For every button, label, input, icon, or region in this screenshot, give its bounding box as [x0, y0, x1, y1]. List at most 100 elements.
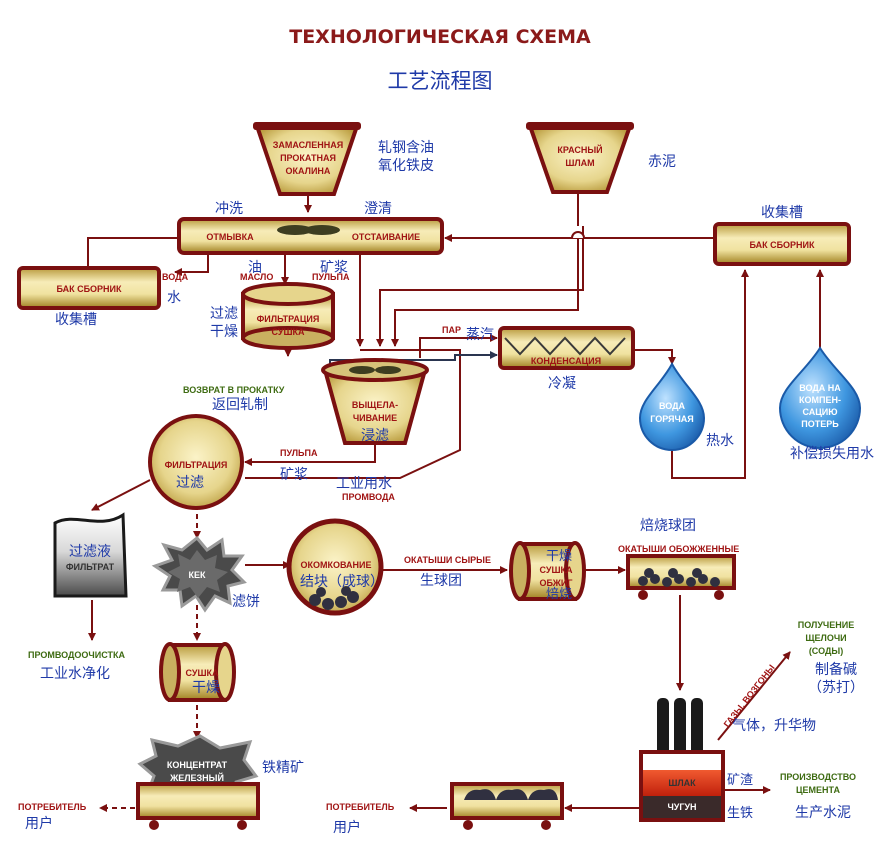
- hopper-scale-label-2: ПРОКАТНАЯ: [280, 153, 336, 163]
- water-cn: 水: [167, 290, 181, 306]
- slag-label: ШЛАК: [668, 778, 696, 788]
- collector-right-cn: 收集槽: [761, 204, 803, 221]
- makeup-water-cn: 补偿损失用水: [790, 446, 874, 462]
- dry-fire-label-1: СУШКА: [539, 565, 573, 575]
- collector-left-label: БАК СБОРНИК: [56, 284, 122, 294]
- wash-label: ОТМЫВКА: [206, 232, 254, 242]
- soda-cn-2: （苏打）: [808, 679, 864, 696]
- condenser-cn: 冷凝: [548, 376, 576, 392]
- diagram-title-cn: 工艺流程图: [388, 69, 493, 93]
- leaching-label-2: ЧИВАНИЕ: [353, 413, 397, 423]
- concentrate-label-2: ЖЕЛЕЗНЫЙ: [169, 772, 224, 783]
- green-pellets-cn: 生球团: [420, 573, 462, 589]
- wash-settling-tank: ОТМЫВКА ОТСТАИВАНИЕ: [177, 217, 444, 255]
- cement-label-1: ПРОИЗВОДСТВО: [780, 772, 856, 782]
- red-mud-label-2: ШЛАМ: [565, 158, 594, 168]
- gases-cn: 气体，升华物: [732, 718, 816, 734]
- dryer2-label: СУШКА: [185, 668, 219, 678]
- pig-iron-cart: [450, 782, 564, 830]
- pulp-mid-label: ПУЛЬПА: [280, 448, 318, 458]
- steam-cn: 蒸汽: [466, 327, 494, 343]
- filtrate-tank: ФИЛЬТРАТ: [53, 512, 128, 598]
- consumer-left-cn: 用户: [25, 815, 53, 832]
- filtration-label: ФИЛЬТРАЦИЯ: [165, 460, 228, 470]
- flow-lines: [87, 192, 824, 812]
- red-mud-label-1: КРАСНЫЙ: [557, 144, 602, 155]
- filter-dryer-drum: ФИЛЬТРАЦИЯ СУШКА: [241, 282, 335, 350]
- makeup-water-drop: ВОДА НА КОМПЕН- САЦИЮ ПОТЕРЬ: [778, 346, 862, 449]
- leaching-cn: 浸滤: [361, 428, 389, 444]
- pig-iron-label: ЧУГУН: [667, 802, 696, 812]
- leaching-vessel: ВЫЩЕЛА- ЧИВАНИЕ: [321, 358, 429, 445]
- wash-cn: 冲洗: [215, 201, 243, 217]
- green-pellets-label: ОКАТЫШИ СЫРЫЕ: [404, 555, 491, 565]
- condenser: КОНДЕНСАЦИЯ: [498, 326, 635, 370]
- dry-fire-drum: СУШКА ОБЖИГ: [509, 541, 586, 601]
- oil-label: МАСЛО: [240, 272, 273, 282]
- soda-cn-1: 制备碱: [815, 661, 857, 678]
- hot-water-cn: 热水: [706, 433, 734, 449]
- water-treatment-label: ПРОМВОДООЧИСТКА: [28, 650, 125, 660]
- filtration-unit: ФИЛЬТРАЦИЯ: [148, 414, 244, 510]
- hot-water-drop: ВОДА ГОРЯЧАЯ: [638, 361, 706, 451]
- leaching-label-1: ВЫЩЕЛА-: [352, 400, 398, 410]
- settling-cn: 澄清: [364, 201, 392, 217]
- dry-fire-cn-1: 干燥: [546, 549, 572, 564]
- collector-left-cn: 收集槽: [55, 311, 97, 328]
- pelletizing-drum: ОКОМКОВАНИЕ: [286, 518, 384, 616]
- dashed-flow-lines: [99, 505, 201, 812]
- red-mud-cn: 赤泥: [648, 154, 676, 170]
- hopper-scale-cn-2: 氧化铁皮: [378, 158, 434, 174]
- filter-dryer-label-1: ФИЛЬТРАЦИЯ: [257, 314, 320, 324]
- makeup-water-label-1: ВОДА НА: [799, 383, 841, 393]
- roasted-pellets-cart: [626, 554, 736, 600]
- soda-label-1: ПОЛУЧЕНИЕ: [798, 620, 854, 630]
- line-crossover: [571, 231, 585, 239]
- concentrate-label-1: КОНЦЕНТРАТ: [167, 760, 228, 770]
- filtrate-cn: 过滤液: [69, 544, 111, 560]
- roasted-pellets-cn: 焙烧球团: [640, 518, 696, 534]
- filter-dryer-label-2: СУШКА: [271, 327, 305, 337]
- hopper-scale-label-3: ОКАЛИНА: [286, 166, 331, 176]
- consumer-mid-label: ПОТРЕБИТЕЛЬ: [326, 802, 395, 812]
- concentrate-cn: 铁精矿: [262, 760, 304, 776]
- filter-dryer-cn-1: 过滤: [210, 306, 238, 322]
- oil-cn: 油: [248, 260, 262, 276]
- dryer-drum-2: СУШКА: [159, 642, 236, 702]
- soda-label-2: ЩЕЛОЧИ: [805, 633, 846, 643]
- filtrate-label: ФИЛЬТРАТ: [66, 562, 115, 572]
- consumer-left-label: ПОТРЕБИТЕЛЬ: [18, 802, 87, 812]
- consumer-mid-cn: 用户: [333, 819, 361, 836]
- dryer2-cn: 干燥: [192, 680, 220, 696]
- diagram-title: ТЕХНОЛОГИЧЕСКАЯ СХЕМА: [289, 26, 591, 48]
- collector-right-label: БАК СБОРНИК: [749, 240, 815, 250]
- cement-label-2: ЦЕМЕНТА: [796, 785, 841, 795]
- pulp-mid-cn: 矿浆: [280, 467, 308, 483]
- process-water-cn: 工业用水: [336, 476, 392, 492]
- hopper-scale-label-1: ЗАМАСЛЕННАЯ: [273, 140, 343, 150]
- furnace: ШЛАК ЧУГУН: [639, 698, 725, 822]
- filter-cake: КЕК: [151, 535, 247, 613]
- pig-iron-cn: 生铁: [727, 806, 753, 821]
- filter-dryer-cn-2: 干燥: [210, 324, 238, 340]
- condenser-label: КОНДЕНСАЦИЯ: [531, 356, 601, 366]
- pulp-top-cn: 矿浆: [320, 260, 348, 276]
- return-rolling-cn: 返回轧制: [212, 397, 268, 413]
- soda-label-3: (СОДЫ): [809, 646, 843, 656]
- water-label: ВОДА: [162, 272, 189, 282]
- cake-cn: 滤饼: [232, 594, 260, 610]
- makeup-water-label-4: ПОТЕРЬ: [801, 419, 839, 429]
- water-treatment-cn: 工业水净化: [40, 666, 110, 682]
- settling-label: ОТСТАИВАНИЕ: [352, 232, 420, 242]
- pulp-top-label: ПУЛЬПА: [312, 272, 350, 282]
- makeup-water-label-3: САЦИЮ: [802, 407, 837, 417]
- pelletizing-cn: 结块（成球）: [300, 574, 384, 590]
- cement-cn: 生产水泥: [795, 805, 851, 821]
- steam-label: ПАР: [442, 325, 461, 335]
- collector-tank-left: БАК СБОРНИК: [17, 266, 161, 310]
- concentrate-cart: КОНЦЕНТРАТ ЖЕЛЕЗНЫЙ: [136, 734, 260, 830]
- hot-water-label-2: ГОРЯЧАЯ: [650, 414, 694, 424]
- dry-fire-label-2: ОБЖИГ: [540, 578, 573, 588]
- process-water-label: ПРОМВОДА: [342, 492, 395, 502]
